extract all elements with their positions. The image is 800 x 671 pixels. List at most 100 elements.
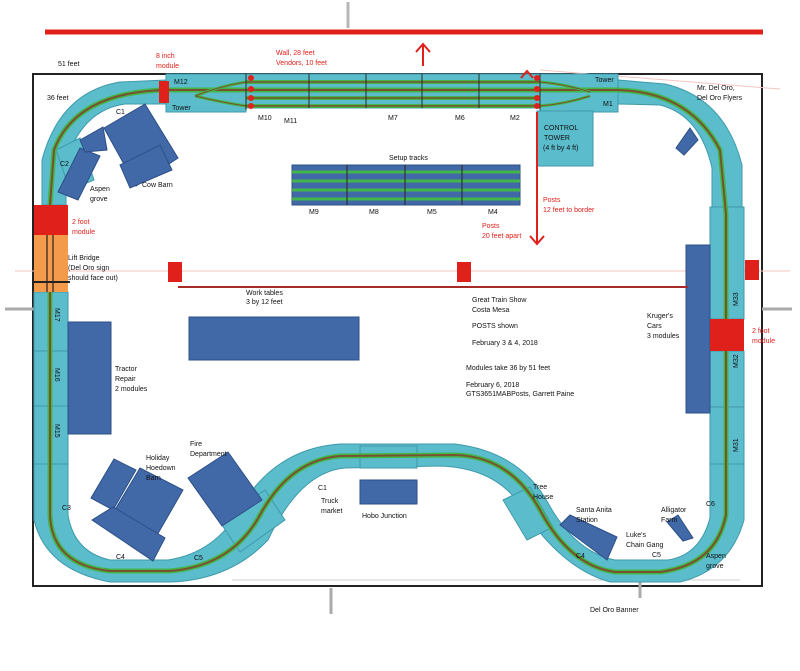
- mr-del-oro-block: [675, 127, 699, 156]
- cow-barn-label: Cow Barn: [142, 182, 173, 189]
- fire-label: Fire: [190, 441, 202, 448]
- labels: 51 feet 36 feet 8 inch module Wall, 28 f…: [47, 50, 775, 614]
- luke-label: Luke's: [626, 532, 647, 539]
- truck-label: market: [321, 508, 342, 515]
- guide-line: [539, 69, 781, 90]
- module-id: M10: [258, 115, 272, 122]
- yard-switch-rail: [194, 81, 591, 107]
- hoedown-label: Hoedown: [146, 465, 176, 472]
- module-id: M1: [603, 101, 613, 108]
- module-id: M7: [388, 115, 398, 122]
- setup-track-lines: [292, 165, 520, 205]
- control-tower: [536, 110, 594, 167]
- aspen-right-label: grove: [706, 563, 724, 570]
- dim-51: 51 feet: [58, 61, 79, 68]
- tower-right-label: Tower: [595, 77, 614, 84]
- wall-label: Vendors, 10 feet: [276, 60, 327, 67]
- alligator-label: Farm: [661, 517, 678, 524]
- posts-apart-label: 20 feet apart: [482, 233, 521, 240]
- module-id: C5: [652, 552, 661, 559]
- wall-label: Wall, 28 feet: [276, 50, 315, 57]
- work-tables-label: 3 by 12 feet: [246, 299, 283, 306]
- posts-shown: POSTS shown: [472, 323, 518, 330]
- hoedown-label: Barn: [146, 475, 161, 482]
- setup-tracks-label: Setup tracks: [389, 155, 428, 162]
- module-id: C3: [62, 505, 71, 512]
- posts-border-label: Posts: [543, 197, 561, 204]
- tractor-repair: [67, 321, 112, 435]
- santa-label: Station: [576, 517, 598, 524]
- mainline-track: [47, 87, 729, 575]
- aspen-left-label: Aspen: [90, 186, 110, 193]
- fire-department: [187, 451, 263, 527]
- hoedown-barn-a: [90, 458, 137, 511]
- module-id: M16: [53, 368, 60, 382]
- posts-arrow-head: [529, 235, 545, 246]
- module-id: C4: [116, 554, 125, 561]
- module-id: M11: [284, 118, 297, 125]
- two-foot-right-label: 2 foot: [752, 328, 770, 335]
- top-yard-tracks: [194, 80, 591, 108]
- lift-bridge-label: should face out): [68, 275, 118, 282]
- post-left: [168, 262, 182, 282]
- module-id: M12: [174, 79, 188, 86]
- posts-apart-label: Posts: [482, 223, 500, 230]
- tree-label: House: [533, 494, 553, 501]
- tractor-label: Tractor: [115, 366, 138, 373]
- tractor-label: 2 modules: [115, 386, 148, 393]
- dim-36: 36 feet: [47, 95, 68, 102]
- truck-label: Truck: [321, 498, 339, 505]
- module-id: C2: [60, 161, 69, 168]
- aspen-left-label: grove: [90, 196, 108, 203]
- module-id: M2: [510, 115, 520, 122]
- luke-label: Chain Gang: [626, 542, 663, 549]
- module-id: M17: [53, 308, 60, 322]
- posts-border-label: 12 feet to border: [543, 207, 595, 214]
- module-8inch: [159, 81, 169, 103]
- show-subtitle: Costa Mesa: [472, 307, 509, 314]
- red-markers: [34, 81, 759, 351]
- work-table: [188, 316, 360, 361]
- krugers-label: Cars: [647, 323, 662, 330]
- mr-del-oro-label: Del Oro Flyers: [697, 95, 743, 102]
- control-tower-label: CONTROL: [544, 125, 578, 132]
- module-id: C5: [194, 555, 203, 562]
- module-joints: [245, 74, 541, 110]
- krugers-cars: [685, 244, 711, 414]
- santa-label: Santa Anita: [576, 507, 612, 514]
- hobo-junction: [359, 479, 418, 505]
- module-id: M6: [455, 115, 465, 122]
- modules-take: Modules take 36 by 51 feet: [466, 365, 550, 372]
- module-id: M32: [733, 354, 740, 368]
- module-id: C6: [706, 501, 715, 508]
- aspen-grove-block: [57, 147, 101, 201]
- arrows: [415, 42, 545, 246]
- krugers-label: 3 modules: [647, 333, 680, 340]
- control-tower-label: (4 ft by 4 ft): [543, 145, 578, 152]
- alligator-label: Alligator: [661, 507, 687, 514]
- module-id: M33: [733, 292, 740, 306]
- lift-bridge-label: Lift Bridge: [68, 255, 100, 262]
- top-chevron: [520, 69, 534, 79]
- fire-label: Department: [190, 451, 227, 458]
- module-id: M15: [53, 424, 60, 438]
- credit: GTS3651MABPosts, Garrett Paine: [466, 391, 574, 398]
- two-foot-left-label: module: [72, 229, 95, 236]
- wall-arrow-head: [415, 42, 431, 53]
- hobo-label: Hobo Junction: [362, 513, 407, 520]
- c1-block: [79, 126, 108, 153]
- hoedown-barn-c: [91, 506, 166, 562]
- tower-left-label: Tower: [172, 105, 191, 112]
- tree-label: Tree: [533, 484, 547, 491]
- two-foot-module-right: [710, 319, 744, 351]
- module-id: M8: [369, 209, 379, 216]
- module-8inch-label: 8 inch: [156, 53, 175, 60]
- module-id: M4: [488, 209, 498, 216]
- two-foot-right-label: module: [752, 338, 775, 345]
- post-center: [457, 262, 471, 282]
- yard-markers: [248, 75, 540, 109]
- module-id: M5: [427, 209, 437, 216]
- module-id: M31: [733, 438, 740, 452]
- mr-del-oro-label: Mr. Del Oro,: [697, 85, 735, 92]
